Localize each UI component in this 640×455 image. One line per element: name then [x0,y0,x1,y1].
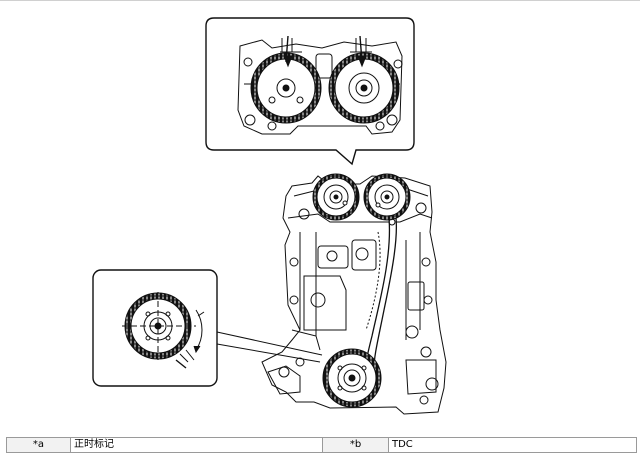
legend-value-a: 正时标记 [70,437,323,453]
legend-row: *a 正时标记 *b TDC [6,437,637,453]
legend-key-b: *b [322,437,389,453]
callout-leader-lines [216,331,323,363]
legend-table: *a 正时标记 *b TDC [6,437,637,453]
legend-value-b: TDC [388,437,637,453]
intake-cam-sprocket [312,173,360,221]
top-divider [0,0,640,1]
legend-key-a: *a [6,437,71,453]
timing-chain-illustration [92,17,447,415]
callout-crankshaft-detail [92,269,218,387]
callout-camshaft-detail [205,17,415,166]
crankshaft-sprocket [322,348,382,408]
exhaust-cam-sprocket [363,173,411,221]
